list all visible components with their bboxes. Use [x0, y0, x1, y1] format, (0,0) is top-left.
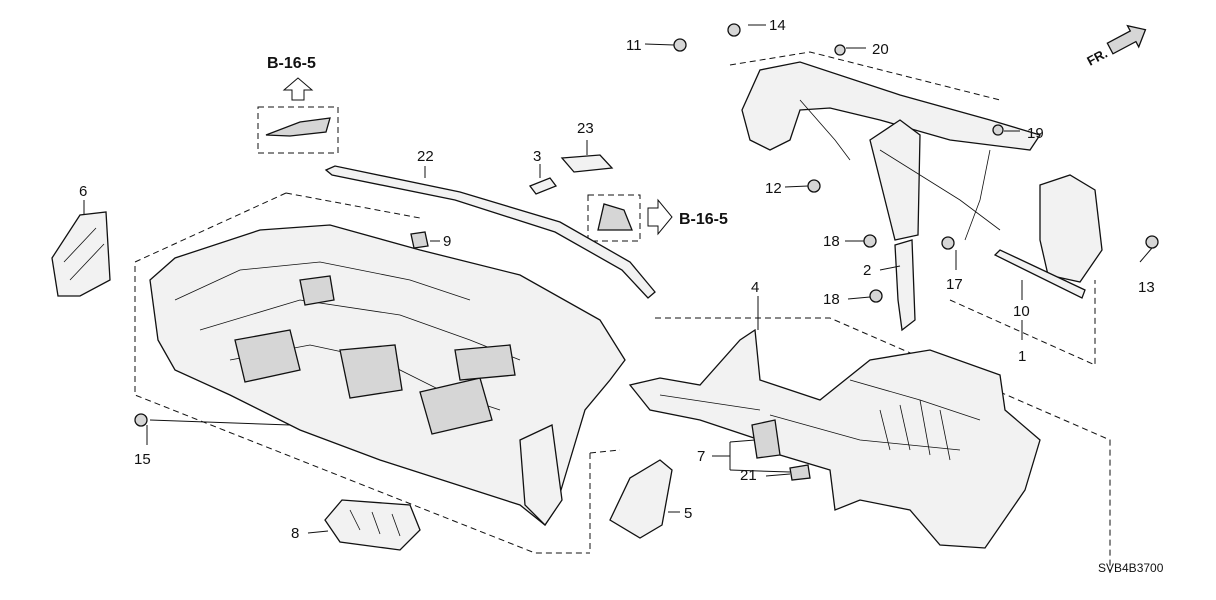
front-direction-label: FR. [1084, 46, 1110, 69]
label-part-12: 12 [765, 180, 782, 197]
dash-outline-dashboard [134, 192, 590, 554]
part-18-bolt-upper [863, 234, 877, 248]
part-9-grommet [410, 231, 429, 249]
label-part-7: 7 [697, 448, 705, 465]
frame-detail-lines [799, 99, 1001, 241]
dashboard-center-opening [339, 344, 403, 399]
part-17-bolt [941, 236, 955, 250]
part-6-side-cover [51, 211, 111, 297]
ref-box-middle [587, 194, 641, 242]
part-5-cover [609, 459, 673, 539]
label-part-1: 1 [1018, 348, 1026, 365]
part-19-bolt [992, 124, 1004, 136]
part-8-bracket [324, 499, 421, 551]
label-part-21: 21 [740, 467, 757, 484]
label-part-6: 6 [79, 183, 87, 200]
dashboard-glovebox-opening [419, 377, 493, 435]
part-15-bolt [134, 413, 148, 427]
label-part-11: 11 [626, 37, 642, 54]
ref-box-top [257, 106, 339, 154]
leader-lines [83, 24, 1153, 534]
reference-label-middle[interactable]: B-16-5 [679, 211, 728, 228]
part-14-bolt [727, 23, 741, 37]
label-part-18-upper: 18 [823, 233, 840, 250]
part-10-bar [993, 249, 1086, 299]
ref-part-middle [597, 203, 633, 231]
right-arrow-icon [647, 198, 673, 236]
dash-outline-duct-left [589, 449, 621, 553]
label-part-14: 14 [769, 17, 786, 34]
dashboard-side-cap [519, 424, 563, 527]
label-part-15: 15 [134, 451, 151, 468]
label-part-10: 10 [1013, 303, 1030, 320]
part-18-bolt-lower [869, 289, 883, 303]
reference-label-top[interactable]: B-16-5 [267, 55, 316, 72]
dashboard-vent-right [454, 344, 516, 381]
front-arrow-icon [1106, 24, 1147, 55]
part-11-bolt [673, 38, 687, 52]
part-20-bolt [834, 44, 846, 56]
label-part-4: 4 [751, 279, 759, 296]
label-part-5: 5 [684, 505, 692, 522]
part-2-stay [894, 239, 916, 332]
dash-outline-frame-bottom [949, 280, 1096, 366]
dashboard-vent-left [299, 275, 335, 306]
label-part-13: 13 [1138, 279, 1155, 296]
part-7-clip [751, 419, 781, 459]
dash-outline-duct [285, 192, 1111, 573]
part-23-pad [560, 154, 614, 173]
label-part-20: 20 [872, 41, 889, 58]
part-4-detail [659, 379, 981, 461]
part-12-bolt [807, 179, 821, 193]
drawing-code: SVB4B3700 [1098, 561, 1164, 575]
label-part-8: 8 [291, 525, 299, 542]
part-1-frame-right-bracket [1039, 174, 1103, 283]
label-part-9: 9 [443, 233, 451, 250]
dash-outline-frame-top [729, 51, 1001, 101]
label-part-17: 17 [946, 276, 963, 293]
part-22-strip [324, 165, 656, 299]
part-3-clip [528, 177, 558, 195]
label-part-23: 23 [577, 120, 594, 137]
part-21-clip [789, 464, 811, 481]
dashboard-cluster-opening [234, 329, 301, 383]
label-part-18-lower: 18 [823, 291, 840, 308]
ref-part-top [265, 117, 331, 137]
label-part-3: 3 [533, 148, 541, 165]
part-13-bolt [1145, 235, 1159, 249]
part-1-frame-brace [869, 119, 921, 241]
front-direction-marker: FR. [1084, 24, 1147, 69]
label-part-19: 19 [1027, 125, 1044, 142]
part-8-detail [349, 509, 401, 537]
up-arrow-icon [282, 77, 314, 101]
label-part-2: 2 [863, 262, 871, 279]
part-6-ribs [63, 227, 105, 281]
label-part-22: 22 [417, 148, 434, 165]
part-1-frame-beam [741, 61, 1042, 151]
